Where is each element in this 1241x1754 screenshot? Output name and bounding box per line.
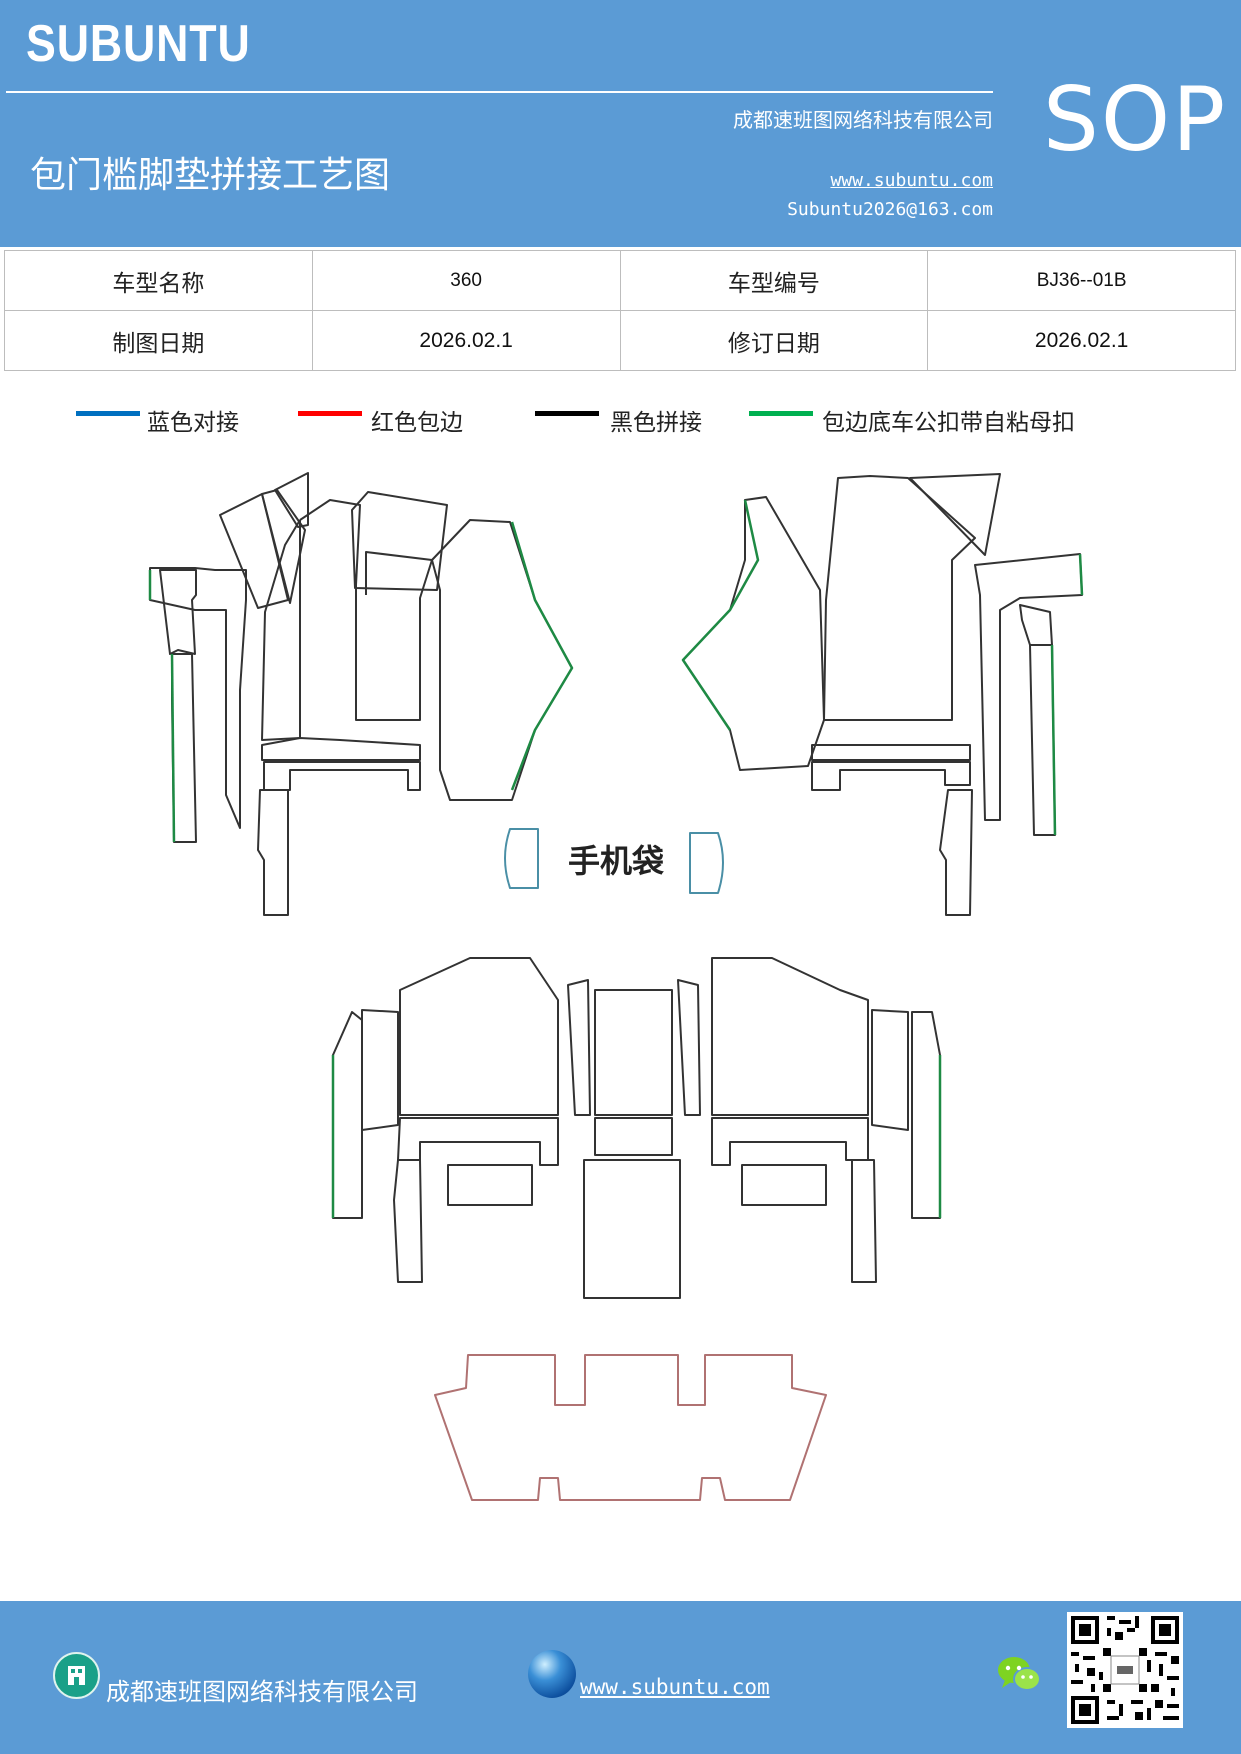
header-company-name: 成都速班图网络科技有限公司 (733, 108, 993, 132)
draw-date-value: 2026.02.1 (311, 310, 621, 371)
mat-piece (567, 979, 591, 1116)
clip-edge (170, 653, 176, 843)
mat-piece (397, 1117, 559, 1166)
mat-piece (1019, 604, 1053, 646)
mat-piece (361, 1009, 399, 1131)
mat-piece (911, 1011, 941, 1219)
qr-code[interactable] (1067, 1612, 1183, 1728)
vehicle-info-table: 车型名称 360 车型编号 BJ36--01B 制图日期 2026.02.1 修… (4, 250, 1236, 371)
clip-edge (1078, 553, 1084, 596)
mat-splicing-diagram: 手机袋 (148, 472, 1084, 1501)
revise-date-value: 2026.02.1 (927, 310, 1236, 371)
sop-badge: SOP (1043, 68, 1228, 171)
legend-swatch-blue (76, 411, 140, 416)
mat-piece (594, 989, 673, 1116)
mat-piece (431, 519, 573, 801)
revise-date-label: 修订日期 (619, 310, 929, 371)
header-email: Subuntu2026@163.com (787, 199, 993, 220)
mat-piece (171, 653, 197, 843)
brand-logo: SUBUNTU (26, 15, 251, 73)
clip-edge (681, 499, 760, 731)
model-name-value: 360 (311, 250, 621, 311)
page-title: 包门槛脚垫拼接工艺图 (30, 155, 391, 196)
mat-piece (871, 1009, 909, 1131)
mat-piece (159, 569, 197, 655)
mat-piece (149, 567, 247, 829)
footer-website-link[interactable]: www.subuntu.com (580, 1675, 770, 1699)
header-divider (6, 91, 993, 93)
mat-piece (583, 1159, 681, 1299)
legend-swatch-black (535, 411, 599, 416)
mat-piece (447, 1164, 533, 1206)
middle-row-mats (332, 957, 941, 1299)
table-row: 制图日期 2026.02.1 修订日期 2026.02.1 (4, 310, 1236, 371)
legend-swatch-red (298, 411, 362, 416)
mat-piece (274, 472, 309, 528)
mat-piece (594, 1117, 673, 1156)
header-website-link[interactable]: www.subuntu.com (830, 170, 993, 191)
phone-bag-left (504, 828, 539, 889)
front-right-mats (682, 473, 1083, 916)
clip-edge (510, 521, 574, 791)
mat-piece (682, 496, 825, 771)
mat-piece (399, 957, 559, 1116)
legend-label-black: 黑色拼接 (610, 410, 702, 436)
mat-piece (219, 493, 289, 609)
mat-piece (811, 761, 971, 791)
wechat-icon[interactable] (995, 1652, 1043, 1696)
rear-mat (434, 1354, 827, 1501)
mat-piece (823, 475, 976, 721)
model-code-value: BJ36--01B (927, 250, 1236, 311)
mat-piece (261, 737, 421, 761)
mat-piece (711, 957, 869, 1116)
mat-piece (811, 744, 971, 761)
model-code-label: 车型编号 (619, 250, 929, 311)
mat-piece (263, 761, 421, 791)
building-icon (53, 1652, 100, 1699)
mat-piece (909, 473, 1001, 556)
phone-bag-label: 手机袋 (568, 842, 664, 880)
mat-piece (261, 519, 301, 741)
legend-label-blue: 蓝色对接 (147, 410, 239, 436)
mat-piece (332, 1011, 363, 1219)
mat-piece (711, 1117, 869, 1166)
draw-date-label: 制图日期 (4, 310, 313, 371)
mat-piece (851, 1159, 877, 1283)
mat-piece (677, 979, 701, 1116)
mat-piece (299, 499, 433, 721)
mat-piece (741, 1164, 827, 1206)
table-row: 车型名称 360 车型编号 BJ36--01B (4, 250, 1236, 311)
footer-company-name: 成都速班图网络科技有限公司 (106, 1678, 418, 1706)
mat-piece (257, 789, 289, 916)
model-name-label: 车型名称 (4, 250, 313, 311)
legend-label-red: 红色包边 (371, 410, 463, 436)
color-legend: 蓝色对接 红色包边 黑色拼接 包边底车公扣带自粘母扣 (0, 403, 1241, 443)
phone-bag-right (689, 832, 724, 894)
clip-edge (1050, 644, 1057, 836)
legend-label-green: 包边底车公扣带自粘母扣 (822, 410, 1075, 436)
mat-piece (939, 789, 973, 916)
mat-piece (393, 1159, 423, 1283)
mat-piece (351, 491, 448, 591)
mat-piece (974, 553, 1083, 821)
globe-icon (528, 1650, 576, 1698)
header-banner (0, 0, 1241, 247)
mat-piece (261, 489, 306, 604)
legend-swatch-green (749, 411, 813, 416)
front-left-mats (149, 472, 573, 916)
